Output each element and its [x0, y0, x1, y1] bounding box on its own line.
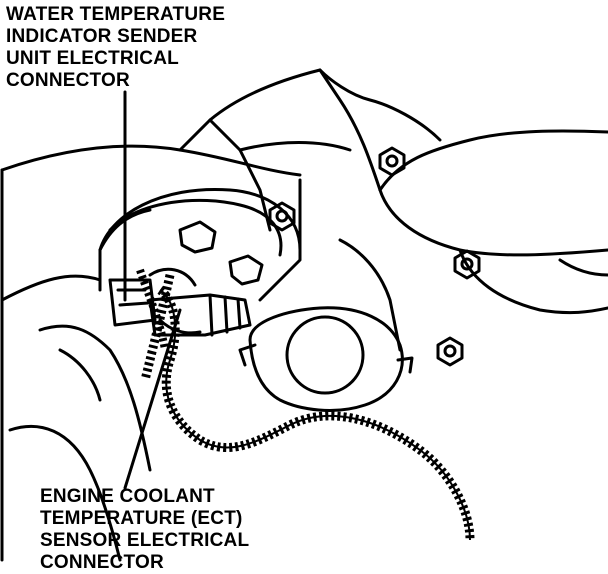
callout-line: CONNECTOR	[6, 70, 130, 91]
coolant-hose	[98, 187, 302, 292]
callout-line: CONNECTOR	[40, 552, 164, 573]
callout-line: ENGINE COOLANT	[40, 486, 215, 507]
sender-unit-callout: WATER TEMPERATURE INDICATOR SENDER UNIT …	[6, 4, 225, 92]
callout-line: INDICATOR SENDER	[6, 26, 198, 47]
sender-connector	[108, 267, 197, 327]
water-outlet	[238, 306, 414, 412]
callout-line: SENSOR ELECTRICAL	[40, 530, 250, 551]
wire-harness	[136, 268, 475, 541]
thermostat-housing	[178, 68, 608, 352]
callout-line: TEMPERATURE (ECT)	[40, 508, 243, 529]
callout-line: UNIT ELECTRICAL	[6, 48, 179, 69]
callout-line: WATER TEMPERATURE	[6, 4, 226, 25]
ect-sensor-callout: ENGINE COOLANT TEMPERATURE (ECT) SENSOR …	[40, 486, 249, 574]
leader-lines	[123, 90, 182, 490]
leader-line-ect	[123, 308, 182, 490]
bolt-icons	[178, 146, 481, 367]
